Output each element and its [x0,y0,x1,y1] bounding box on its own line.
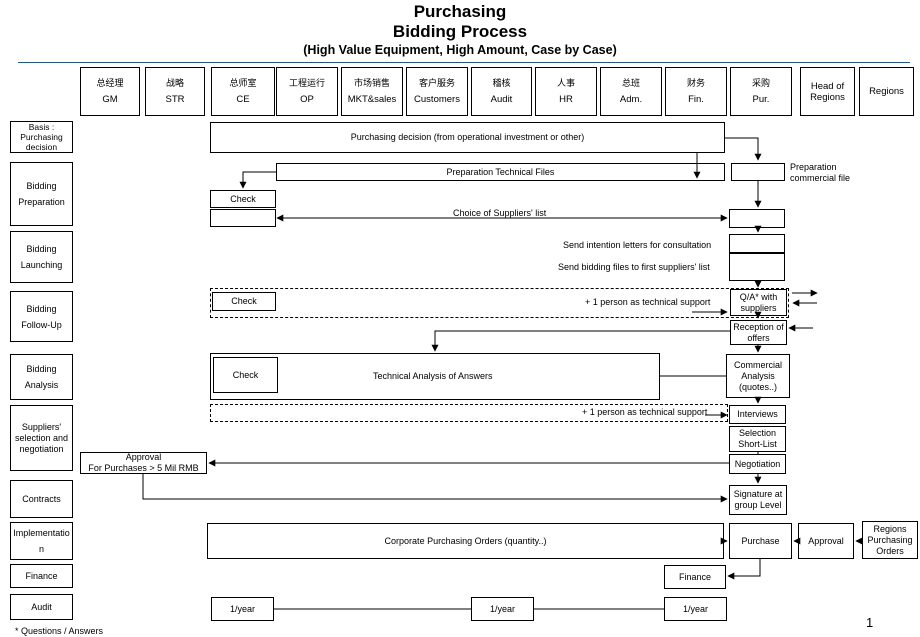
reception-offers-box: Reception of offers [730,320,787,345]
tech-analysis-label: Technical Analysis of Answers [373,371,493,381]
arrow-decision-to-commercial [725,137,762,161]
intention-letters-label: Send intention letters for consultation [563,240,712,250]
subtitle: (High Value Equipment, High Amount, Case… [303,43,617,57]
row-header-launching: Bidding Launching [10,231,73,283]
title-divider [18,62,910,63]
row-header-preparation: Bidding Preparation [10,162,73,226]
prep-technical-box: Preparation Technical Files [276,163,725,181]
footnote: * Questions / Answers [15,626,104,636]
tech-support-label-1: + 1 person as technical support [585,297,711,307]
title-line-2: Bidding Process [392,22,528,41]
tech-support-label-2: + 1 person as technical support [582,407,708,417]
check-box-2: Check [212,292,276,311]
followup-dashed-frame [210,288,789,318]
selection-shortlist-box: Selection Short-List [729,426,786,452]
prep-commercial-box [731,163,785,181]
col-header-regions: Regions [859,67,914,116]
page-number: 1 [866,615,874,630]
signature-box: Signature at group Level [729,485,787,515]
tech-analysis-frame [210,353,660,400]
purchase-box: Purchase [729,523,792,559]
audit-box-1: 1/year [211,597,274,621]
row-header-contracts: Contracts [10,480,73,518]
negotiation-box: Negotiation [729,454,786,474]
col-header-head-of-regions: Head of Regions [800,67,855,116]
arrow-reception-to-analysis [431,330,730,352]
row-header-finance: Finance [10,564,73,588]
prep-commercial-label: Preparation commercial file [790,162,851,183]
row-header-audit: Audit [10,594,73,620]
row-header-basis: Basis : Purchasing decision [10,121,73,153]
bidding-files-label: Send bidding files to first suppliers' l… [558,262,710,272]
row-header-selection: Suppliers' selection and negotiation [10,405,73,471]
finance-box: Finance [664,565,726,589]
title-line-1: Purchasing [413,2,507,21]
corporate-orders-box: Corporate Purchasing Orders (quantity..) [207,523,724,559]
audit-box-2: 1/year [471,597,534,621]
row-header-analysis: Bidding Analysis [10,354,73,400]
interviews-box: Interviews [729,405,786,424]
audit-box-3: 1/year [664,597,727,621]
purchasing-decision-box: Purchasing decision (from operational in… [210,122,725,153]
qa-box: Q/A* with suppliers [730,289,787,316]
row-header-follow-up: Bidding Follow-Up [10,291,73,342]
row-header-implementation: Implementation [10,522,73,560]
arrow-purchase-to-finance [727,559,761,580]
choice-suppliers-label: Choice of Suppliers' list [453,208,547,218]
commercial-analysis-box: Commercial Analysis (quotes..) [726,354,790,398]
regions-orders-box: Regions Purchasing Orders [862,521,918,559]
check-box-1: Check [210,190,276,208]
launching-pur-box-2 [729,253,785,281]
arrow-technical-to-check [239,171,276,189]
check-box-1-lower [210,209,276,227]
arrow-approval-to-signature [142,474,728,503]
check-box-3: Check [213,357,278,393]
launching-pur-box-1 [729,234,785,253]
